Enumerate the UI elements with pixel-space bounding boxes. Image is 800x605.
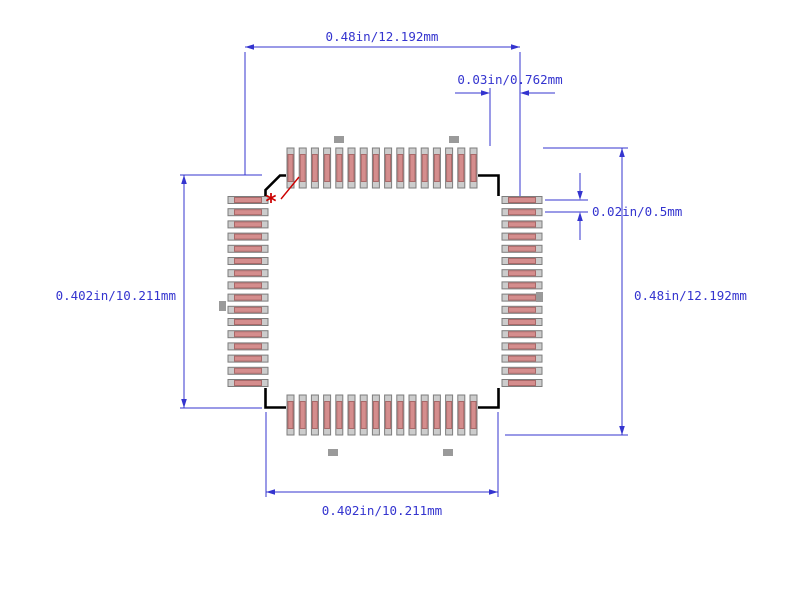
pad-paste: [508, 380, 536, 386]
pad-paste: [508, 331, 536, 338]
pad-paste: [311, 154, 318, 182]
dim-label-left-side: 0.402in/10.211mm: [56, 288, 176, 303]
dimension-arrow: [245, 44, 254, 50]
pad-paste: [234, 306, 262, 313]
pad-paste: [234, 282, 262, 289]
pad-paste: [508, 233, 536, 240]
pad-paste: [446, 401, 453, 429]
pad-paste: [458, 154, 465, 182]
pad-paste: [508, 221, 536, 228]
pad-paste: [508, 270, 536, 277]
pad-paste: [234, 245, 262, 252]
pad-paste: [433, 154, 440, 182]
pad-paste: [360, 401, 367, 429]
pad-paste: [458, 401, 465, 429]
pad-paste: [324, 401, 331, 429]
pad-paste: [234, 331, 262, 338]
pad-paste: [508, 343, 536, 350]
pad-paste: [287, 154, 294, 182]
placement-mark: [328, 449, 338, 456]
dim-label-pad-pitch: 0.02in/0.5mm: [592, 204, 682, 219]
pin1-line: [280, 176, 300, 200]
dim-label-right-side: 0.48in/12.192mm: [634, 288, 747, 303]
dim-label-top-right-offset: 0.03in/0.762mm: [457, 72, 562, 87]
pad-paste: [433, 401, 440, 429]
pad-paste: [234, 343, 262, 350]
pad-paste: [508, 258, 536, 264]
pad-paste: [372, 401, 379, 429]
dimension-arrow: [511, 44, 520, 50]
pad-paste: [508, 367, 536, 374]
pad-paste: [234, 270, 262, 277]
pad-paste: [508, 197, 536, 203]
placement-mark: [443, 449, 453, 456]
pad-paste: [508, 245, 536, 252]
pad-paste: [446, 154, 453, 182]
pad-paste: [234, 367, 262, 374]
pad-paste: [234, 209, 262, 216]
placement-mark: [536, 292, 543, 302]
dimension-arrow: [619, 426, 625, 435]
dim-label-top: 0.48in/12.192mm: [326, 29, 439, 44]
dimension-arrow: [619, 148, 625, 157]
pad-paste: [348, 154, 355, 182]
pad-paste: [336, 401, 343, 429]
pad-paste: [508, 209, 536, 216]
pad-paste: [397, 401, 404, 429]
pad-paste: [234, 258, 262, 264]
pad-paste: [348, 401, 355, 429]
dimension-arrow: [577, 191, 583, 200]
pin1-marker: *: [266, 190, 277, 214]
pad-paste: [234, 355, 262, 362]
pad-paste: [508, 355, 536, 362]
pad-paste: [299, 401, 306, 429]
pad-paste: [234, 380, 262, 386]
dimension-arrow: [489, 489, 498, 495]
pad-paste: [421, 401, 428, 429]
pad-paste: [234, 221, 262, 228]
pad-paste: [385, 154, 392, 182]
pad-paste: [287, 401, 294, 429]
dimension-arrow: [481, 90, 490, 96]
pad-paste: [385, 401, 392, 429]
dim-label-bottom: 0.402in/10.211mm: [322, 503, 442, 518]
pad-paste: [336, 154, 343, 182]
pad-paste: [311, 401, 318, 429]
pad-paste: [360, 154, 367, 182]
pad-paste: [508, 319, 536, 325]
pad-paste: [234, 294, 262, 301]
pad-paste: [508, 282, 536, 289]
pad-paste: [470, 401, 477, 429]
pad-paste: [324, 154, 331, 182]
placement-mark: [449, 136, 459, 143]
pad-paste: [234, 319, 262, 325]
pad-paste: [508, 306, 536, 313]
package-body-outline: [264, 174, 500, 409]
dimension-arrow: [181, 399, 187, 408]
placement-mark: [219, 301, 226, 311]
dimension-arrow: [520, 90, 529, 96]
pad-paste: [372, 154, 379, 182]
placement-mark: [334, 136, 344, 143]
pad-paste: [421, 154, 428, 182]
pad-paste: [234, 197, 262, 203]
pad-paste: [508, 294, 536, 301]
dimension-arrow: [181, 175, 187, 184]
pad-paste: [470, 154, 477, 182]
pad-paste: [299, 154, 306, 182]
pad-paste: [234, 233, 262, 240]
dimension-arrow: [577, 212, 583, 221]
pad-paste: [409, 401, 416, 429]
dimension-arrow: [266, 489, 275, 495]
pad-paste: [397, 154, 404, 182]
pad-paste: [409, 154, 416, 182]
